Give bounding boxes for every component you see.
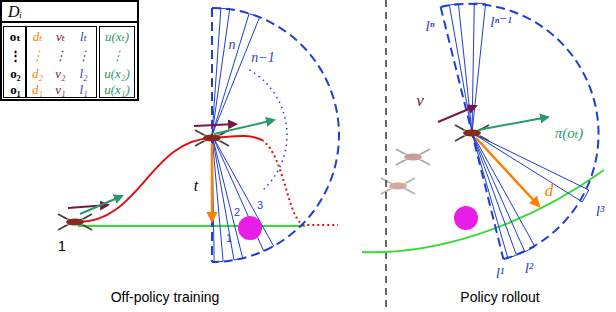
velocity-arrow xyxy=(438,106,476,122)
ray-number: 1 xyxy=(226,233,232,244)
table-cell: ⋮ xyxy=(31,49,44,62)
quadrotor xyxy=(455,125,489,141)
table-cell: ⋮ xyxy=(77,49,90,62)
label-cell: u(x₁) xyxy=(104,83,129,96)
table-cell: o₁ xyxy=(10,83,20,96)
table-cell: oₜ xyxy=(10,30,21,43)
ray-label: lⁿ⁻¹ xyxy=(490,15,511,30)
ray-label: lⁿ xyxy=(426,19,435,34)
sensor-range xyxy=(441,7,504,259)
column-rule xyxy=(25,27,27,97)
velocity-label: v xyxy=(416,92,424,109)
panel-divider xyxy=(385,0,386,312)
time-index: t xyxy=(194,178,198,194)
quadrotor xyxy=(58,214,92,230)
sensor-range xyxy=(212,8,339,262)
dataset-title: Dᵢ xyxy=(8,4,22,20)
header-rule xyxy=(2,21,137,23)
table-cell: ⋮ xyxy=(9,49,22,62)
label-cell: u(xₜ) xyxy=(105,30,129,43)
reference-path xyxy=(78,225,305,227)
table-cell: o₂ xyxy=(10,67,20,80)
past-quadrotor xyxy=(381,178,415,194)
action-arrow xyxy=(214,120,274,134)
ray-number: 3 xyxy=(257,200,263,211)
table-cell: v₂ xyxy=(55,67,65,80)
laser-rays xyxy=(449,3,588,258)
sensor-range xyxy=(441,4,599,259)
label-cell: ⋮ xyxy=(111,49,124,62)
policy-label: π(oₜ) xyxy=(555,126,584,141)
table-cell: d₁ xyxy=(32,83,43,96)
panel-caption: Off-policy training xyxy=(111,290,220,304)
label-cell: u(x₂) xyxy=(104,67,129,80)
distance-arrow xyxy=(476,138,539,206)
table-cell: vₜ xyxy=(56,30,65,43)
action-arrow xyxy=(80,196,122,214)
table-cell: l₂ xyxy=(79,67,87,80)
ray-label: l² xyxy=(525,261,534,276)
label-table: u(xₜ) ⋮ u(x₂) u(x₁) xyxy=(99,26,135,98)
velocity-arrow xyxy=(194,124,236,126)
ray-label: l³ xyxy=(596,204,605,219)
ray-number: n xyxy=(229,38,236,52)
table-cell: dₜ xyxy=(33,30,43,43)
ray-label: l¹ xyxy=(496,266,505,281)
table-cell: l₁ xyxy=(79,83,87,96)
table-cell: v₁ xyxy=(55,83,65,96)
policy-arrow xyxy=(478,117,548,130)
ray-number: n−1 xyxy=(251,51,274,65)
table-cell: lₜ xyxy=(80,30,87,43)
trajectory xyxy=(78,136,262,222)
obstacle xyxy=(238,216,262,240)
obstacle xyxy=(454,206,478,230)
table-cell: ⋮ xyxy=(54,49,67,62)
observation-table: oₜdₜvₜ lₜ ⋮ ⋮ ⋮ ⋮ o₂ d₂ v₂ l₂ o₁ d₁ v₁ l₁ xyxy=(3,26,97,98)
ray-number: 2 xyxy=(234,207,240,218)
reference-path xyxy=(362,170,604,252)
dataset-box: Dᵢ oₜdₜvₜ lₜ ⋮ ⋮ ⋮ ⋮ o₂ d₂ v₂ l₂ o₁ d₁ v₁ l₁ u(xₜ) ⋮ u(x₂… xyxy=(0,0,139,101)
distance-arrow xyxy=(211,144,214,221)
ellipsis-rays xyxy=(250,70,288,191)
future-trajectory xyxy=(262,140,338,225)
past-quadrotor xyxy=(396,149,430,165)
distance-label: d xyxy=(545,182,554,199)
table-cell: d₂ xyxy=(32,67,43,80)
time-index: 1 xyxy=(58,239,66,253)
panel-caption: Policy rollout xyxy=(460,290,539,304)
